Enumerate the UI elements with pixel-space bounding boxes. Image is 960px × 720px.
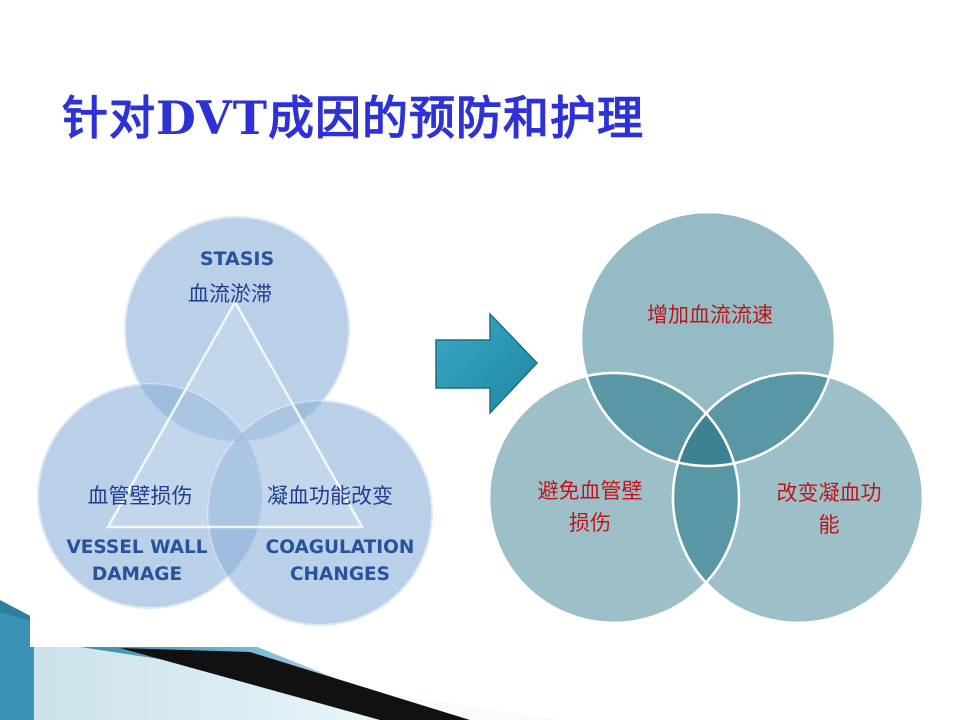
label-avoid-vessel-damage-line1: 避免血管壁 xyxy=(538,479,643,503)
left-venn-diagram: STASIS 血流淤滞 血管壁损伤 VESSEL WALL DAMAGE 凝血功… xyxy=(30,205,440,647)
label-avoid-vessel-damage-line2: 损伤 xyxy=(569,511,611,535)
right-venn-diagram: 增加血流流速 避免血管壁 损伤 改变凝血功 能 xyxy=(487,210,925,625)
label-vessel-wall-en-line1: VESSEL WALL xyxy=(66,537,207,558)
triangle-overlay xyxy=(105,299,365,529)
label-vessel-wall-cn: 血管壁损伤 xyxy=(88,484,193,508)
label-change-coagulation-line1: 改变凝血功 xyxy=(777,481,882,505)
label-coagulation-cn: 凝血功能改变 xyxy=(267,484,393,508)
slide-title: 针对DVT成因的预防和护理 xyxy=(62,91,645,145)
label-vessel-wall-en-line2: DAMAGE xyxy=(92,564,182,585)
label-coagulation-en-line1: COAGULATION xyxy=(266,537,415,558)
right-arrow-icon xyxy=(435,312,539,415)
label-coagulation-en-line2: CHANGES xyxy=(290,564,390,585)
label-change-coagulation-line2: 能 xyxy=(819,513,840,537)
label-stasis-cn: 血流淤滞 xyxy=(188,282,272,306)
label-stasis-en: STASIS xyxy=(200,248,274,270)
label-increase-flow: 增加血流流速 xyxy=(647,303,773,327)
